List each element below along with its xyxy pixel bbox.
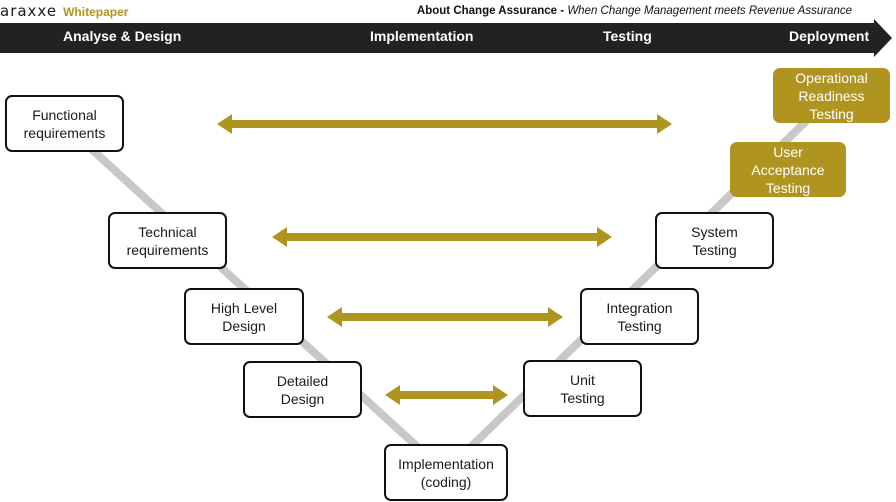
phase-arrow-shape bbox=[0, 19, 892, 57]
system-testing-box: System Testing bbox=[655, 212, 774, 269]
document-title: About Change Assurance - When Change Man… bbox=[417, 5, 852, 17]
phase-arrow-polygon bbox=[0, 19, 892, 57]
unit-testing-box: Unit Testing bbox=[523, 360, 642, 417]
document-title-bold: About Change Assurance - bbox=[416, 5, 565, 17]
double-arrow-technical-to-system bbox=[272, 227, 612, 247]
functional-requirements-box: Functional requirements bbox=[5, 95, 124, 152]
phase-arrow-bar: Analyse & Design Implementation Testing … bbox=[0, 19, 896, 57]
detailed-design-box: Detailed Design bbox=[243, 361, 362, 418]
double-arrow-highlevel-to-integration bbox=[327, 307, 563, 327]
high-level-design-box: High Level Design bbox=[184, 288, 304, 345]
phase-analyse-design: Analyse & Design bbox=[63, 28, 182, 44]
implementation-coding-box: Implementation (coding) bbox=[384, 444, 508, 501]
operational-readiness-testing-box: Operational Readiness Testing bbox=[773, 68, 890, 123]
double-arrow-functional-to-system bbox=[217, 114, 672, 134]
user-acceptance-testing-box: User Acceptance Testing bbox=[730, 142, 846, 197]
arrow-group bbox=[217, 114, 672, 405]
integration-testing-box: Integration Testing bbox=[580, 288, 699, 345]
technical-requirements-box: Technical requirements bbox=[108, 212, 227, 269]
phase-implementation: Implementation bbox=[370, 28, 474, 44]
double-arrow-detailed-to-unit bbox=[385, 385, 508, 405]
phase-deployment: Deployment bbox=[789, 28, 870, 44]
phase-testing: Testing bbox=[603, 28, 652, 44]
document-title-italic: When Change Management meets Revenue Ass… bbox=[567, 5, 852, 17]
brand: araxxe Whitepaper bbox=[0, 2, 129, 20]
whitepaper-tag: Whitepaper bbox=[63, 5, 129, 19]
araxxe-logo: araxxe bbox=[0, 2, 58, 20]
